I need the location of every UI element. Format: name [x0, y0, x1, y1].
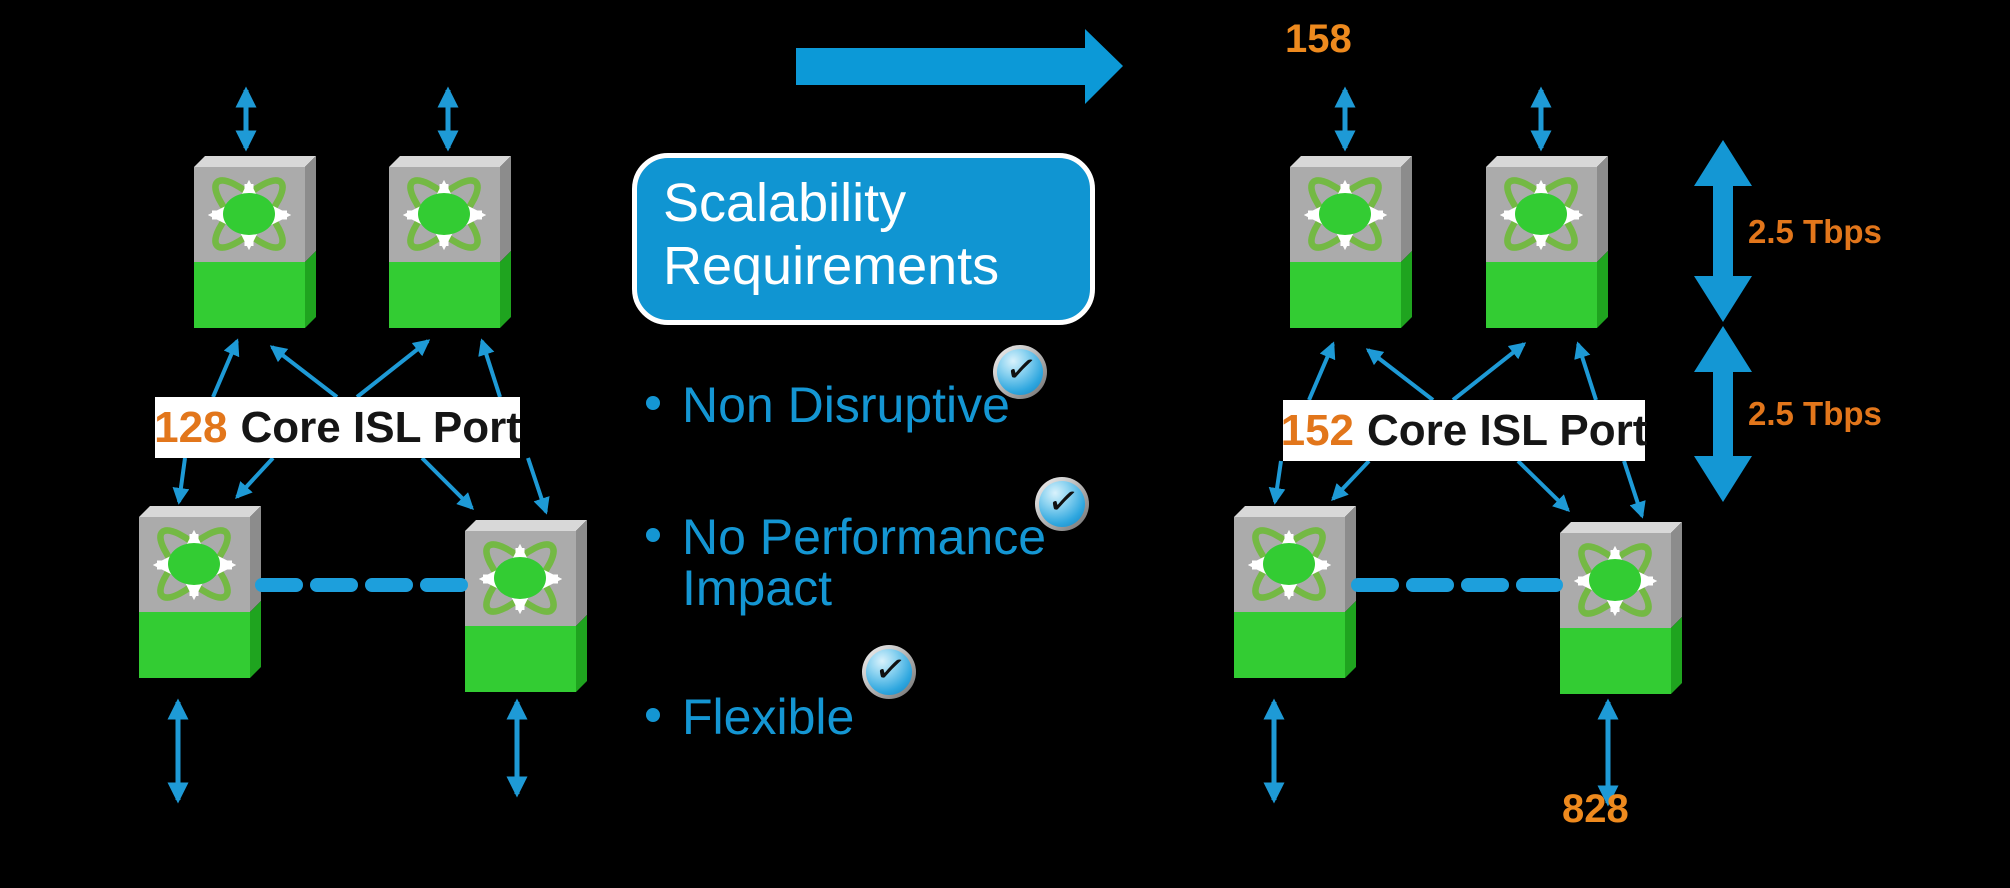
after-isl-count: 152 — [1280, 405, 1355, 455]
bandwidth-arrows — [1694, 140, 1752, 502]
mds-switch-icon — [465, 520, 587, 692]
top-port-count: 158 — [1285, 17, 1352, 61]
mds-switch-icon — [1560, 522, 1682, 694]
badge-face — [1039, 481, 1085, 527]
title-box: Scalability Requirements — [632, 153, 1095, 325]
isl-link-arrows — [1268, 341, 1646, 519]
bandwidth-label-bottom: 2.5 Tbps — [1748, 395, 1882, 432]
badge-face — [866, 649, 912, 695]
host-link-arrows-top — [1334, 86, 1552, 152]
after-isl-label: 152 Core ISL Port — [1280, 400, 1648, 461]
before-fabric-graphics — [139, 86, 587, 804]
after-fabric-graphics — [1234, 86, 1752, 807]
requirement-item: Non Disruptive — [682, 377, 1010, 433]
bullet-dot — [646, 528, 660, 542]
check-badge: ✓ — [862, 645, 916, 699]
before-isl-count: 128 — [154, 402, 228, 452]
bandwidth-label-top: 2.5 Tbps — [1748, 213, 1882, 250]
mds-switch-icon — [139, 506, 261, 678]
after-isl-text: Core ISL Port — [1367, 405, 1648, 455]
before-isl-text: Core ISL Port — [240, 402, 521, 452]
check-badge: ✓ — [993, 345, 1047, 399]
check-icon: ✓ — [1002, 346, 1041, 393]
mds-switch-icon — [1234, 506, 1356, 678]
title-text: Scalability Requirements — [663, 173, 1000, 296]
transition-right-arrow-icon — [796, 29, 1123, 104]
requirement-item: Flexible — [682, 689, 855, 745]
before-isl-label: 128 Core ISL Port — [154, 397, 521, 458]
check-badge: ✓ — [1035, 477, 1089, 531]
bottom-port-count: 828 — [1562, 787, 1629, 831]
bullet-dot — [646, 708, 660, 722]
mds-switch-icon — [389, 156, 511, 328]
isl-link-arrows — [172, 338, 550, 515]
mds-switch-icon — [1486, 156, 1608, 328]
storage-link-arrows-bottom — [167, 698, 528, 804]
requirement-item: No Performance Impact — [682, 509, 1047, 616]
bullet-dot — [646, 396, 660, 410]
storage-link-arrows-bottom — [1263, 698, 1619, 807]
mds-switch-icon — [1290, 156, 1412, 328]
badge-face — [997, 349, 1043, 395]
mds-switch-icon — [194, 156, 316, 328]
host-link-arrows-top — [235, 86, 459, 152]
check-icon: ✓ — [871, 646, 910, 693]
check-icon: ✓ — [1044, 478, 1083, 525]
